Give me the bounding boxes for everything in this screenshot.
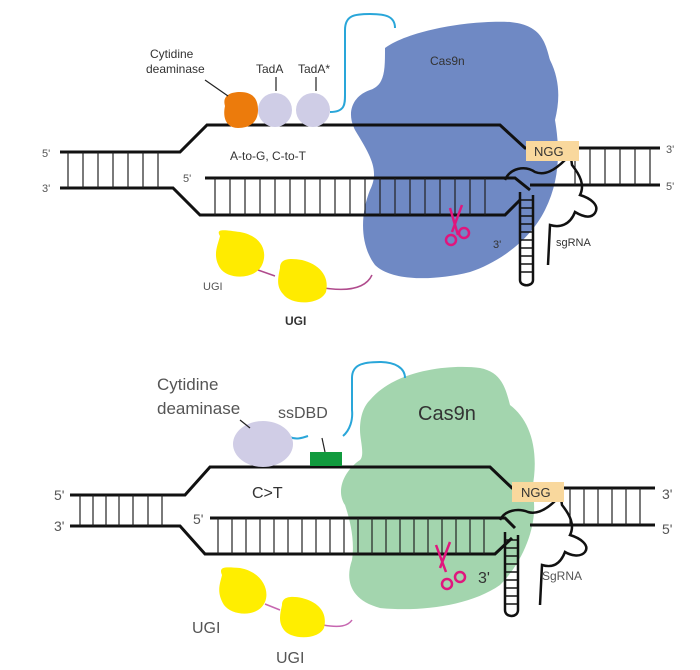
tada-star-protein [296, 93, 330, 127]
sgrna-stem-pairs [520, 199, 533, 273]
end-label-left-bottom: 3' [54, 518, 64, 534]
pam-box [512, 482, 564, 502]
ugi-linker [264, 603, 353, 628]
end-label-inner: 5' [183, 173, 191, 185]
end-label-left-top: 5' [54, 487, 64, 503]
tada-protein [258, 93, 292, 127]
ugi-label-2: UGI [276, 650, 304, 667]
rna-3prime-label: 3' [493, 239, 501, 251]
ugi-protein [219, 567, 267, 614]
tada-label: TadA [256, 62, 283, 76]
end-label-right-bottom: 5' [662, 521, 672, 537]
end-label-right-bottom: 5' [666, 181, 674, 193]
end-label-left-top: 5' [42, 148, 50, 160]
pam-label: NGG [534, 144, 564, 159]
ugi-label-1: UGI [203, 281, 223, 293]
ugi-label-1: UGI [192, 620, 220, 637]
ssdbd-protein [310, 452, 342, 466]
ugi-protein [280, 596, 325, 638]
label-leaders [204, 77, 317, 97]
edit-type-label: A-to-G, C-to-T [230, 149, 307, 163]
sgrna-label: sgRNA [556, 237, 592, 249]
linker [329, 12, 396, 113]
ugi-protein [278, 258, 327, 303]
ugi-label-2: UGI [285, 314, 306, 328]
deaminase-label-line1: Cytidine [150, 47, 194, 61]
end-label-right-top: 3' [662, 486, 672, 502]
end-label-inner: 5' [193, 511, 203, 527]
scissors-icon [434, 541, 467, 591]
deaminase-label-line2: deaminase [146, 62, 205, 76]
base-pairs [79, 488, 641, 554]
sgrna-stem-pairs [505, 539, 518, 605]
edit-type-label: C>T [252, 485, 283, 502]
sgrna [498, 487, 588, 618]
cas9n-label: Cas9n [430, 54, 465, 68]
deaminase-label-line1: Cytidine [157, 375, 218, 394]
dna-strands [60, 123, 660, 217]
pam-box [526, 141, 579, 161]
scissors-icon [444, 204, 471, 247]
label-leaders [239, 419, 326, 453]
end-label-left-bottom: 3' [42, 183, 50, 195]
deaminase-label-line2: deaminase [157, 399, 240, 418]
sgrna [503, 145, 598, 287]
cytidine-deaminase-protein [224, 92, 258, 128]
cas9n-label: Cas9n [418, 403, 476, 425]
pam-label: NGG [521, 485, 551, 500]
tada-star-label: TadA* [298, 62, 330, 76]
end-label-right-top: 3' [666, 144, 674, 156]
bottom-panel: Cas9n [54, 360, 672, 667]
ugi-protein [215, 230, 265, 277]
sgrna-label: SgRNA [542, 569, 582, 583]
cas9n-protein [340, 366, 535, 610]
rna-3prime-label: 3' [478, 570, 490, 587]
top-panel: Cas9n [42, 12, 674, 328]
cytidine-deaminase-protein [233, 421, 293, 467]
ssdbd-label: ssDBD [278, 405, 328, 422]
